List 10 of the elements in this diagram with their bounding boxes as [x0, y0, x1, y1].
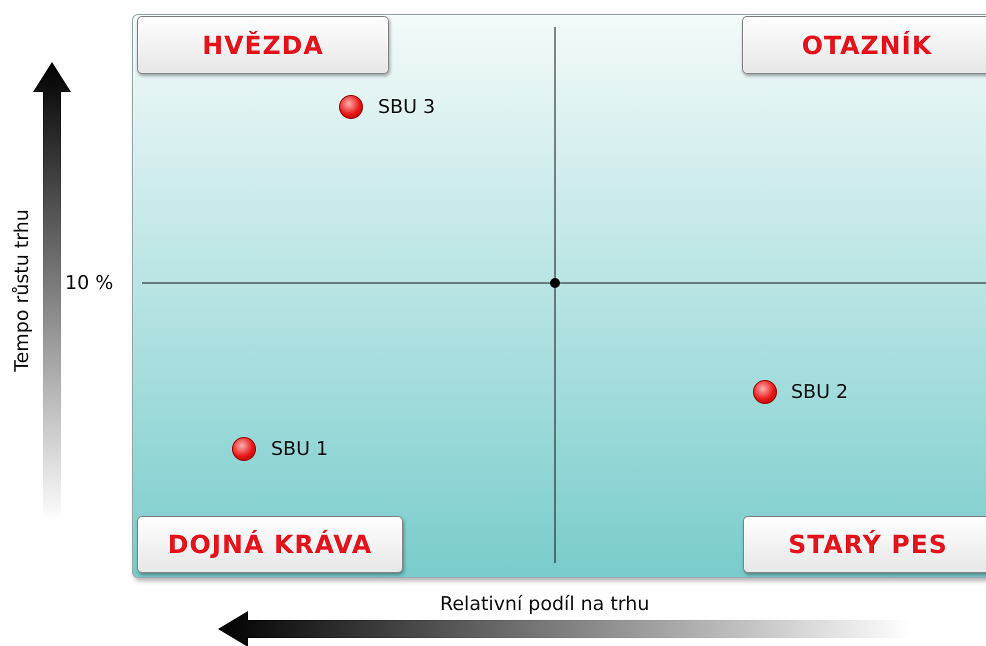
- point-label: SBU 1: [271, 440, 328, 459]
- quadrant-label: STARÝ PES: [743, 516, 986, 573]
- point-label: SBU 2: [791, 383, 848, 402]
- quadrant-label: OTAZNÍK: [742, 16, 986, 74]
- quadrant-label: HVĚZDA: [137, 16, 389, 74]
- axis-title: Tempo růstu trhu: [12, 208, 32, 372]
- axis-title: Relativní podíl na trhu: [440, 595, 650, 614]
- quadrant-label: DOJNÁ KRÁVA: [137, 516, 403, 573]
- tick-label: 10 %: [65, 274, 114, 293]
- point-label: SBU 3: [378, 98, 436, 117]
